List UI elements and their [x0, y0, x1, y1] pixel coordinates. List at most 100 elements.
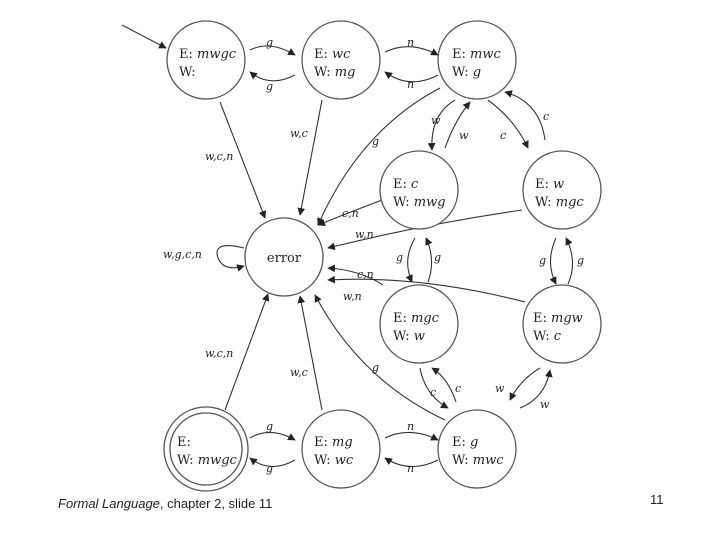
svg-text:E:: E: [177, 435, 191, 450]
label-c-mgc: g [396, 251, 403, 264]
slide-caption: Formal Language, chapter 2, slide 11 [58, 496, 272, 511]
svg-text:E: wc: E: wc [314, 47, 351, 62]
svg-text:E: mwc: E: mwc [452, 47, 501, 62]
label-mwc-wc: n [407, 78, 414, 91]
edge-final-error [224, 293, 270, 411]
svg-text:E: mgc: E: mgc [393, 311, 440, 326]
edge-g-mgw [519, 369, 553, 409]
svg-text:W: w: W: w [393, 329, 425, 344]
edge-final-mg [249, 431, 296, 441]
label-w-error: w,n [355, 228, 374, 241]
svg-text:E: mgw: E: mgw [533, 311, 583, 326]
label-g-mg: n [407, 462, 414, 475]
svg-text:E: g: E: g [452, 435, 478, 450]
edge-mgw-g [509, 367, 541, 401]
label-mgw-error: w,n [343, 290, 362, 303]
edge-mgw-error [327, 275, 526, 303]
svg-text:E: mg: E: mg [314, 435, 353, 450]
edge-start-error [219, 101, 267, 219]
start-arrow [121, 24, 167, 49]
edge-wc-start [249, 71, 296, 82]
label-g-mgc: c [430, 386, 436, 399]
svg-text:W: c: W: c [533, 329, 562, 344]
label-mg-g: n [407, 420, 414, 433]
svg-text:W: wc: W: wc [314, 453, 354, 468]
edge-mwc-error [317, 87, 441, 226]
svg-text:E: c: E: c [393, 177, 419, 192]
edge-start-wc [249, 45, 296, 56]
state-node-start: E: mwgc W: [166, 20, 246, 100]
state-node-final: E: W: mwgc [163, 406, 249, 492]
label-wc-error: w,c [290, 127, 308, 140]
state-node-c-mwg: E: c W: mwg [379, 150, 459, 230]
state-node-mgw-c: E: mgw W: c [522, 284, 602, 364]
label-mwc-w: c [500, 129, 506, 142]
state-node-mgc-w: E: mgc W: w [379, 284, 459, 364]
edge-mg-final [249, 457, 296, 468]
label-c-mwc: w [459, 129, 469, 142]
label-wc-mwc: n [407, 36, 414, 49]
label-start-error: w,c,n [205, 150, 233, 163]
label-g-mgw: w [540, 398, 550, 411]
edge-c-mgc [405, 237, 416, 283]
edge-mg-error [297, 295, 323, 411]
edge-mgw-w [565, 237, 574, 285]
svg-text:E: mwgc: E: mwgc [179, 47, 237, 62]
caption-book-title: Formal Language [58, 496, 160, 511]
label-g-error: g [372, 361, 379, 374]
state-node-error: error [244, 217, 324, 297]
label-mg-final: g [266, 462, 273, 475]
label-final-mg: g [266, 420, 273, 433]
svg-text:error: error [267, 251, 302, 266]
label-mgw-g: w [495, 382, 505, 395]
svg-text:W:: W: [179, 65, 196, 80]
label-mwc-error: g [372, 135, 379, 148]
edge-wc-mwc [384, 46, 439, 56]
edge-mg-g [384, 431, 439, 441]
label-w-mwc: c [543, 110, 549, 123]
state-node-mwc-g: E: mwc W: g [437, 20, 517, 100]
edge-labels: g g n n w w c c w,c,n w,c g c,n w,n w,g,… [163, 36, 584, 475]
label-c-error: c,n [342, 207, 359, 220]
label-mgw-w: g [577, 254, 584, 267]
svg-text:W: mwg: W: mwg [393, 195, 446, 210]
edge-c-mwc [444, 101, 471, 149]
label-mwc-c: w [431, 114, 441, 127]
svg-text:W: mwgc: W: mwgc [177, 453, 238, 468]
label-mgc-error: c,n [357, 268, 374, 281]
edge-error-self [216, 245, 245, 272]
label-w-mgw: g [539, 254, 546, 267]
edge-c-error [317, 199, 383, 226]
svg-text:W: mwc: W: mwc [452, 453, 504, 468]
edge-mwc-wc [384, 71, 439, 83]
edge-w-mwc [504, 90, 546, 141]
svg-text:W: mgc: W: mgc [535, 195, 584, 210]
edge-mgc-g [419, 367, 449, 409]
label-final-error: w,c,n [205, 347, 233, 360]
label-mgc-g: c [455, 382, 461, 395]
caption-chapter-slide: , chapter 2, slide 11 [159, 496, 273, 511]
nodes: E: mwgc W: E: wc W: mg E: mwc W: g E: c … [163, 20, 602, 492]
label-error-self: w,g,c,n [163, 248, 202, 261]
label-wc-start: g [266, 80, 273, 93]
label-start-wc: g [266, 36, 273, 49]
state-node-w-mgc: E: w W: mgc [522, 150, 602, 230]
page-number: 11 [650, 492, 664, 507]
edge-g-mg [384, 457, 439, 468]
svg-text:W: mg: W: mg [314, 65, 355, 80]
svg-text:E: w: E: w [535, 177, 564, 192]
edge-g-error [314, 294, 446, 421]
svg-text:W: g: W: g [452, 65, 481, 80]
state-node-wc-mg: E: wc W: mg [301, 20, 381, 100]
edge-mwc-c [427, 99, 456, 151]
edge-mgc-c [425, 237, 433, 283]
label-mgc-c: g [434, 251, 441, 264]
edge-mwc-w [487, 99, 529, 149]
edge-w-mgw [549, 237, 557, 285]
state-node-mg-wc: E: mg W: wc [301, 409, 381, 489]
label-mg-error: w,c [290, 366, 308, 379]
edge-g-mgc [431, 367, 457, 403]
state-node-g-mwc: E: g W: mwc [437, 409, 517, 489]
edge-mgc-error [327, 264, 384, 286]
